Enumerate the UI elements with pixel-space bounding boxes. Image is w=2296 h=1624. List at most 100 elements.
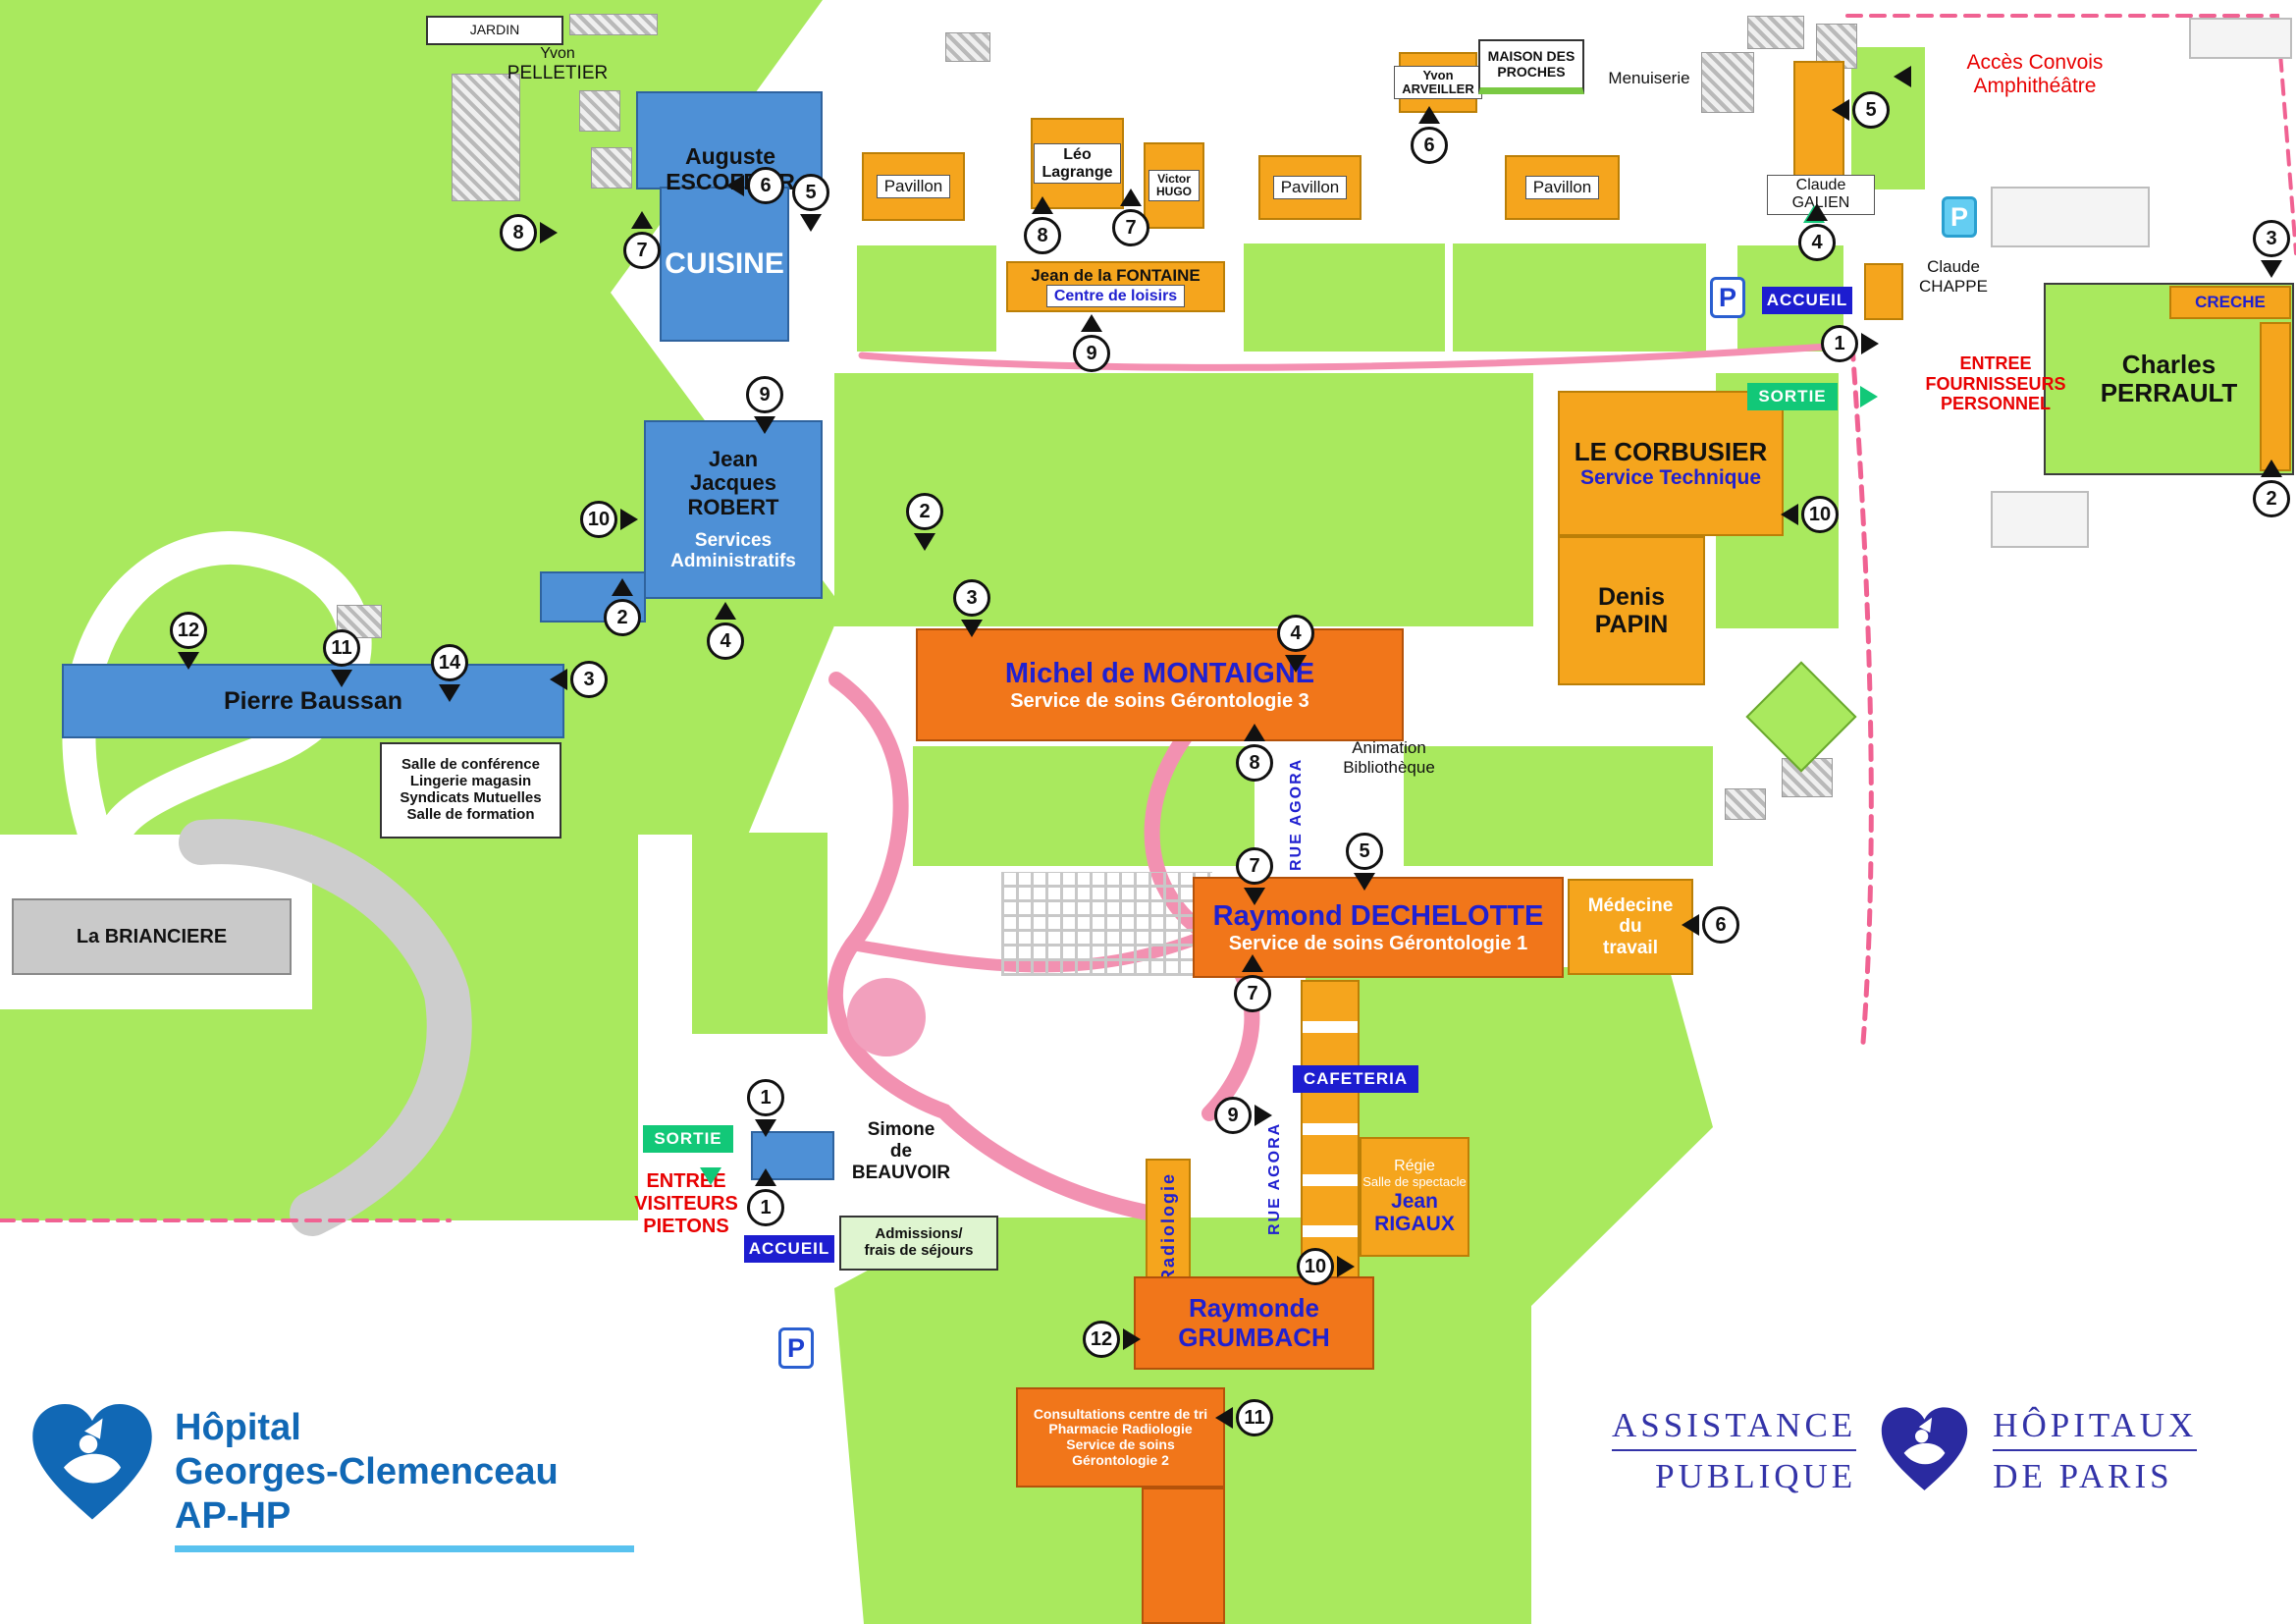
building-outline	[1991, 187, 2150, 247]
boundary-pink-east	[1849, 343, 1874, 1046]
marker-arrow-left	[550, 669, 567, 690]
aphp-logo-left-words: ASSISTANCE PUBLIQUE	[1612, 1404, 1857, 1498]
marker-arrow-left	[1682, 914, 1699, 936]
route-marker-1: 1	[747, 1168, 784, 1226]
marker-number: 4	[707, 623, 744, 660]
building-pavillon-1: Pavillon	[862, 152, 965, 221]
marker-number: 12	[1083, 1321, 1120, 1358]
marker-arrow-down	[331, 670, 352, 687]
route-marker-2: 2	[906, 493, 943, 551]
marker-arrow-right	[1861, 333, 1879, 354]
text-line: PAPIN	[1594, 611, 1669, 638]
direction-arrow-down	[700, 1167, 721, 1185]
text-line: de	[889, 1140, 913, 1162]
marker-arrow-up	[1120, 189, 1142, 206]
text-line: RIGAUX	[1374, 1213, 1455, 1236]
marker-number: 11	[323, 629, 360, 667]
route-marker-12: 12	[1083, 1321, 1141, 1358]
inner-label-box: Pavillon	[1272, 175, 1348, 200]
text-line: Consultations centre de tri	[1033, 1405, 1208, 1422]
marker-arrow-down	[800, 214, 822, 232]
route-marker-9: 9	[1073, 314, 1110, 372]
text-line: Régie	[1394, 1158, 1435, 1175]
aphp-logo-right-words: HÔPITAUX DE PARIS	[1993, 1404, 2198, 1498]
sortie-badge-north: SORTIE	[1747, 383, 1838, 410]
text-line: Auguste	[685, 143, 775, 169]
text-line: ARVEILLER	[1402, 81, 1474, 96]
text-line: Animation	[1352, 738, 1426, 757]
building-outline	[2189, 18, 2292, 59]
route-marker-1: 1	[1821, 325, 1879, 362]
text-line: Service Technique	[1579, 465, 1762, 489]
route-marker-4: 4	[1798, 203, 1836, 261]
text-line: Claude	[1927, 257, 1980, 276]
hatched-structure	[1725, 788, 1766, 820]
text-line: Centre de loisirs	[1053, 287, 1178, 304]
parking-icon: P	[778, 1327, 814, 1369]
text-line: RUE AGORA	[1288, 757, 1305, 871]
logo-line-3: AP-HP	[175, 1494, 292, 1537]
text-line: PIETONS	[643, 1216, 729, 1237]
marker-number: 9	[1073, 335, 1110, 372]
aphp-word-publique: PUBLIQUE	[1655, 1457, 1857, 1495]
text-line: CRECHE	[2195, 293, 2266, 312]
garden-path-1	[827, 672, 1171, 1223]
route-marker-5: 5	[1346, 833, 1383, 891]
text-line: Services	[694, 529, 773, 551]
marker-arrow-right	[1255, 1105, 1272, 1126]
marker-number: 1	[747, 1079, 784, 1116]
marker-number: 6	[747, 167, 784, 204]
direction-arrow-right	[1860, 386, 1878, 407]
route-marker-5: 5	[1832, 91, 1890, 129]
accueil-badge-north: ACCUEIL	[1762, 287, 1852, 314]
text-line: Simone	[867, 1119, 935, 1140]
text-line: Service de soins Gérontologie 1	[1228, 932, 1528, 954]
building-pavillon-2: Pavillon	[1258, 155, 1362, 220]
boundary-pink-top-right	[1845, 14, 2296, 255]
text-line: HUGO	[1156, 185, 1192, 198]
text-line: Médecine	[1587, 895, 1674, 917]
route-marker-2: 2	[2253, 460, 2290, 517]
marker-number: 5	[1852, 91, 1890, 129]
marker-arrow-up	[612, 578, 633, 596]
marker-arrow-down	[914, 533, 935, 551]
marker-number: 8	[1236, 744, 1273, 782]
hatched-structure	[569, 14, 658, 35]
lawn-below-montaigne-west	[913, 746, 1255, 866]
text-line: Admissions/	[875, 1225, 963, 1243]
text-line: CUISINE	[665, 247, 784, 281]
marker-number: 5	[792, 174, 829, 211]
aphp-heart-icon	[32, 1403, 152, 1520]
text-line: Syndicats Mutuelles	[400, 789, 542, 806]
text-line: Jean	[708, 446, 759, 471]
building-outline	[1991, 491, 2089, 548]
marker-arrow-up	[755, 1168, 776, 1186]
marker-arrow-left	[726, 175, 744, 196]
route-marker-3: 3	[550, 661, 608, 698]
marker-arrow-up	[1806, 203, 1828, 221]
text-line: Jean	[1391, 1189, 1438, 1213]
route-marker-8: 8	[1024, 196, 1061, 254]
text-line: Raymonde	[1189, 1293, 1319, 1324]
marker-number: 11	[1236, 1399, 1273, 1436]
text-line: Pavillon	[1532, 177, 1592, 196]
inner-label-box: Pavillon	[876, 174, 951, 199]
parking-icon: P	[1710, 277, 1745, 318]
hatched-structure	[1747, 16, 1804, 49]
label-menuiserie: Menuiserie	[1590, 69, 1708, 88]
garden-pond	[847, 978, 926, 1056]
building-creche: CRECHE	[2169, 286, 2291, 319]
hatched-structure	[1701, 52, 1754, 113]
road-gray	[179, 819, 472, 1236]
marker-number: 12	[170, 612, 207, 649]
